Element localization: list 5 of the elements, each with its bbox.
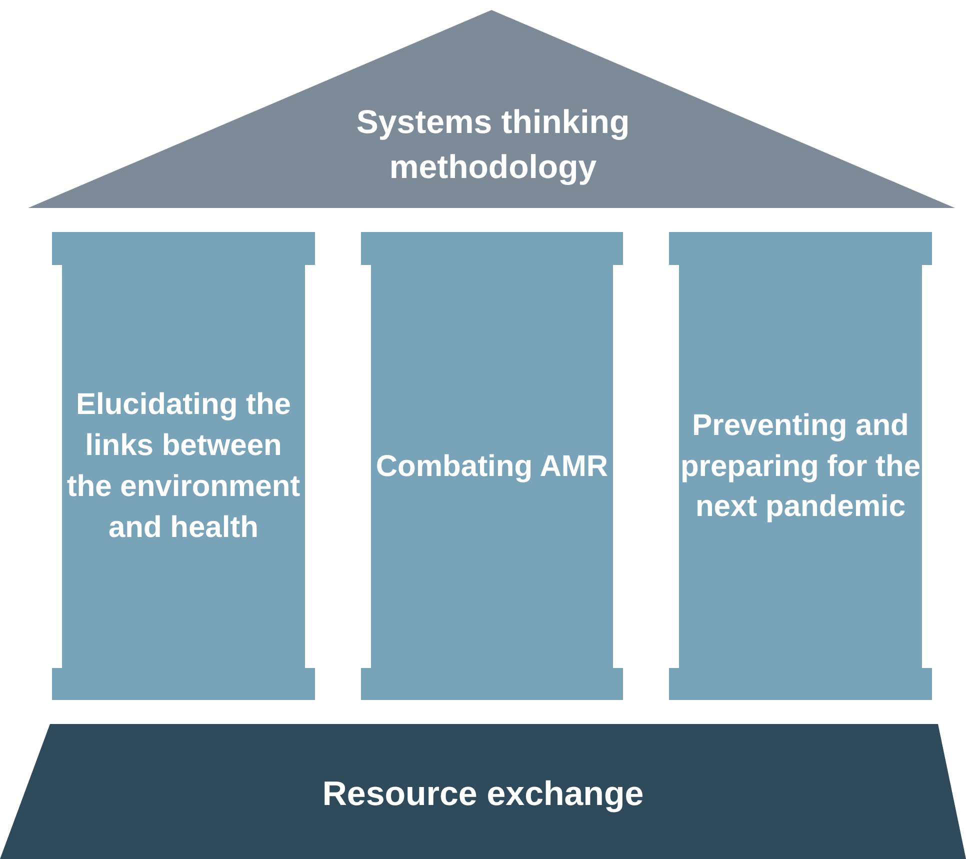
node-label: Systems thinking methodology <box>355 102 631 187</box>
node-label: Elucidating the links between the environment and health <box>66 387 302 546</box>
node-label: Resource exchange <box>322 774 644 815</box>
node-label: Combating AMR <box>376 448 608 485</box>
node-label: Preventing and preparing for the next pandemic <box>679 408 922 526</box>
